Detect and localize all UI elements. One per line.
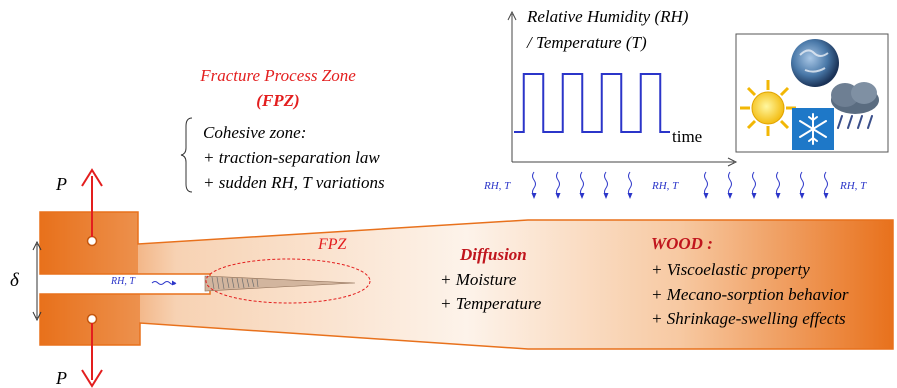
wavy-arrowhead [751, 193, 757, 199]
wavy-arrow [728, 171, 732, 197]
wavy-arrowhead [555, 193, 561, 199]
wavy-arrow [824, 171, 828, 197]
signal-square-wave [514, 73, 670, 133]
wood-title: WOOD : [651, 234, 713, 253]
env-label-3: RH, T [839, 180, 867, 192]
wavy-arrowhead [579, 193, 585, 199]
wavy-arrowhead [727, 193, 733, 199]
crack-wavy-arrowhead [172, 280, 176, 286]
env-label-1: RH, T [483, 180, 511, 192]
weather-panel [735, 33, 889, 153]
opening-label: δ [10, 270, 20, 291]
wavy-arrow [532, 171, 536, 197]
upper-load-hole [86, 235, 98, 247]
signal-ylabel-line2: / Temperature (T) [526, 33, 647, 52]
load-label-bottom: P [55, 368, 67, 388]
opening-dimension-arrow [32, 240, 42, 322]
wavy-arrow [556, 171, 560, 197]
wavy-arrowhead [603, 193, 609, 199]
fpz-title-line1: Fracture Process Zone [199, 66, 356, 85]
cohesive-item-1: + traction-separation law [203, 148, 380, 167]
wavy-arrowhead [823, 193, 829, 199]
sun-icon [740, 80, 796, 136]
wood-item-1: + Viscoelastic property [651, 260, 810, 279]
wavy-arrow [628, 171, 632, 197]
snowflake-icon [792, 108, 834, 150]
lower-load-arrow [81, 323, 103, 388]
wood-item-3: + Shrinkage-swelling effects [651, 309, 846, 328]
wavy-arrowhead [799, 193, 805, 199]
fpz-ellipse [205, 258, 371, 304]
wood-item-2: + Mecano-sorption behavior [651, 285, 849, 304]
rain-cloud-icon [831, 82, 879, 129]
signal-axes [507, 10, 738, 167]
wavy-arrowhead [627, 193, 633, 199]
wavy-arrow [580, 171, 584, 197]
crack-tip-hatching [211, 276, 259, 290]
env-wavy-arrows [531, 171, 829, 199]
signal-xlabel: time [672, 127, 702, 146]
upper-load-arrow [81, 168, 103, 237]
signal-ylabel-line1: Relative Humidity (RH) [526, 7, 689, 26]
wavy-arrow [604, 171, 608, 197]
wavy-arrowhead [531, 193, 537, 199]
diffusion-item-2: + Temperature [440, 294, 542, 313]
diffusion-title: Diffusion [459, 245, 527, 264]
wavy-arrow [800, 171, 804, 197]
wavy-arrow [776, 171, 780, 197]
earth-icon [791, 39, 839, 87]
lower-load-hole [86, 313, 98, 325]
load-label-top: P [55, 174, 67, 194]
wavy-arrowhead [775, 193, 781, 199]
env-label-2: RH, T [651, 180, 679, 192]
cohesive-item-2: + sudden RH, T variations [203, 173, 385, 192]
crack-wavy-arrow [151, 281, 177, 285]
fpz-title-line2: (FPZ) [256, 91, 299, 110]
diffusion-item-1: + Moisture [440, 270, 517, 289]
crack-env-label: RH, T [110, 276, 136, 287]
wavy-arrow [704, 171, 708, 197]
wavy-arrowhead [703, 193, 709, 199]
wood-specimen [39, 211, 894, 350]
wavy-arrow [752, 171, 756, 197]
cohesive-heading: Cohesive zone: [203, 123, 306, 142]
cohesive-brace [180, 117, 193, 193]
crack-fpz-label: FPZ [317, 236, 348, 253]
